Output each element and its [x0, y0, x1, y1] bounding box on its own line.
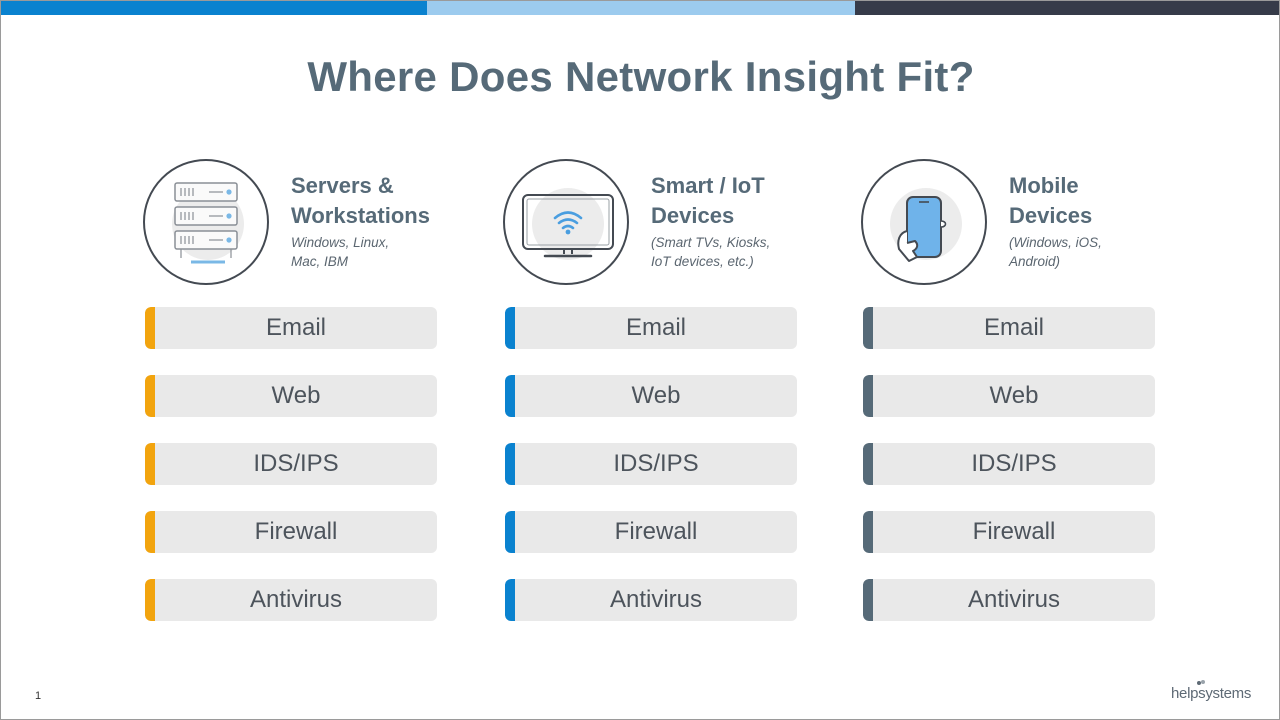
pill-label: IDS/IPS — [971, 450, 1057, 477]
column-header: Smart / IoT Devices (Smart TVs, Kiosks, … — [651, 171, 811, 271]
pill-accent-bar — [145, 307, 155, 349]
feature-pill-email: Email — [145, 307, 437, 349]
pill-accent-bar — [505, 511, 515, 553]
smart-tv-wifi-icon — [503, 159, 629, 285]
column-servers: Servers & Workstations Windows, Linux, M… — [143, 159, 443, 629]
feature-pill-ids-ips: IDS/IPS — [145, 443, 437, 485]
pill-label: Web — [631, 382, 681, 409]
column-heading: Mobile Devices — [1009, 173, 1093, 228]
column-header: Mobile Devices (Windows, iOS, Android) — [1009, 171, 1169, 271]
pill-label: Web — [989, 382, 1039, 409]
top-bar-segment-light-blue — [427, 1, 855, 15]
page-number: 1 — [35, 690, 42, 702]
pill-label: IDS/IPS — [253, 450, 339, 477]
feature-pill-web: Web — [505, 375, 797, 417]
logo-text: helpsystems — [1171, 685, 1252, 702]
server-rack-icon — [143, 159, 269, 285]
feature-pill-firewall: Firewall — [863, 511, 1155, 553]
pill-accent-bar — [863, 307, 873, 349]
column-subtitle: (Smart TVs, Kiosks, IoT devices, etc.) — [651, 235, 771, 269]
feature-pill-firewall: Firewall — [145, 511, 437, 553]
pill-accent-bar — [863, 375, 873, 417]
logo-mark-icon — [1197, 680, 1205, 685]
top-bar-segment-dark — [855, 1, 1279, 15]
feature-pill-web: Web — [863, 375, 1155, 417]
feature-pill-firewall: Firewall — [505, 511, 797, 553]
pill-label: Firewall — [972, 518, 1056, 545]
column-subtitle: (Windows, iOS, Android) — [1009, 235, 1102, 269]
feature-pill-antivirus: Antivirus — [505, 579, 797, 621]
pill-label: Antivirus — [967, 586, 1061, 613]
column-header: Servers & Workstations Windows, Linux, M… — [291, 171, 451, 271]
pill-accent-bar — [863, 443, 873, 485]
feature-pill-antivirus: Antivirus — [145, 579, 437, 621]
pill-accent-bar — [863, 511, 873, 553]
feature-pill-antivirus: Antivirus — [863, 579, 1155, 621]
pill-accent-bar — [863, 579, 873, 621]
pill-label: Antivirus — [249, 586, 343, 613]
feature-pill-ids-ips: IDS/IPS — [505, 443, 797, 485]
column-mobile: Mobile Devices (Windows, iOS, Android) E… — [861, 159, 1161, 629]
feature-pill-email: Email — [505, 307, 797, 349]
pill-label: Email — [625, 314, 686, 341]
pill-accent-bar — [145, 579, 155, 621]
mobile-phone-hand-icon — [861, 159, 987, 285]
feature-pill-ids-ips: IDS/IPS — [863, 443, 1155, 485]
pill-label: Firewall — [614, 518, 698, 545]
column-iot: Smart / IoT Devices (Smart TVs, Kiosks, … — [503, 159, 803, 629]
pill-label: Email — [265, 314, 326, 341]
column-heading: Smart / IoT Devices — [651, 173, 765, 228]
pill-accent-bar — [145, 511, 155, 553]
pill-accent-bar — [505, 579, 515, 621]
column-subtitle: Windows, Linux, Mac, IBM — [291, 235, 390, 269]
feature-pill-email: Email — [863, 307, 1155, 349]
pill-accent-bar — [505, 443, 515, 485]
pill-label: Web — [271, 382, 321, 409]
company-logo: helpsystems — [1171, 680, 1252, 702]
column-heading: Servers & Workstations — [291, 173, 430, 228]
pill-label: Email — [983, 314, 1044, 341]
pill-accent-bar — [145, 443, 155, 485]
pill-label: IDS/IPS — [613, 450, 699, 477]
slide-title: Where Does Network Insight Fit? — [307, 53, 975, 100]
pill-label: Firewall — [254, 518, 338, 545]
pill-accent-bar — [145, 375, 155, 417]
feature-pill-web: Web — [145, 375, 437, 417]
top-bar-segment-blue — [1, 1, 427, 15]
pill-accent-bar — [505, 307, 515, 349]
pill-label: Antivirus — [609, 586, 703, 613]
pill-accent-bar — [505, 375, 515, 417]
